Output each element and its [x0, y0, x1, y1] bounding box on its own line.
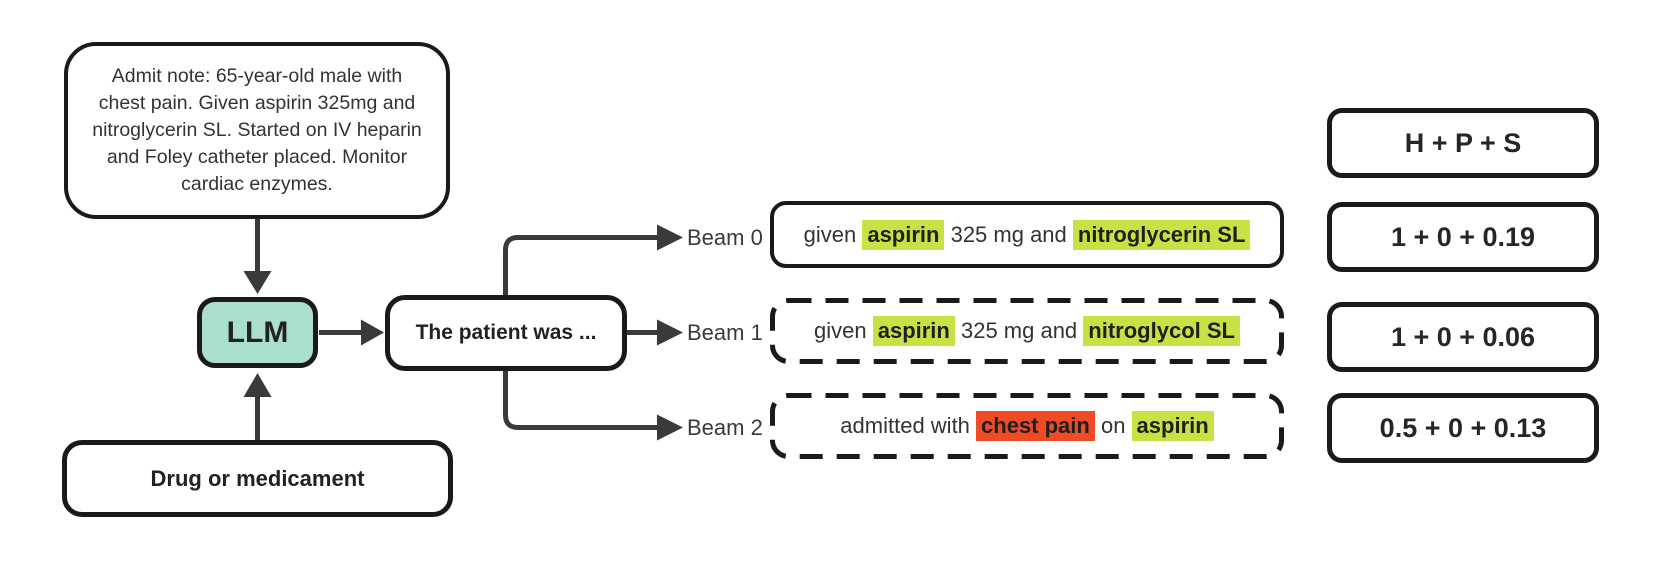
beam-0-score: 1 + 0 + 0.19: [1390, 221, 1536, 252]
highlighted-term: aspirin: [1131, 411, 1214, 441]
beam-1-box: given aspirin 325 mg and nitroglycol SL: [770, 298, 1284, 364]
beam-2-dashed-border: [770, 393, 1284, 459]
beam-0-score-box: 1 + 0 + 0.19: [1327, 202, 1599, 272]
beam-text-fragment: given: [803, 221, 863, 247]
beam-0-label: Beam 0: [687, 224, 763, 250]
beam-1-score-box: 1 + 0 + 0.06: [1327, 302, 1599, 372]
beam-2-connector: [503, 370, 683, 441]
prompt-box: The patient was ...: [385, 295, 627, 371]
score-header-box: H + P + S: [1327, 108, 1599, 178]
beam-1-score: 1 + 0 + 0.06: [1390, 321, 1536, 352]
beam-2-text: admitted with chest pain on aspirin: [840, 411, 1214, 441]
score-header-label: H + P + S: [1404, 127, 1522, 158]
llm-label: LLM: [226, 315, 289, 349]
beam-text-fragment: given: [814, 318, 873, 343]
highlighted-term: chest pain: [976, 411, 1095, 441]
drug-box: Drug or medicament: [62, 440, 453, 517]
beam-1-label: Beam 1: [687, 319, 763, 345]
beam-text-fragment: admitted with: [840, 413, 977, 438]
beam-text-fragment: on: [1094, 413, 1132, 438]
prompt-label: The patient was ...: [415, 321, 597, 344]
beam-text-fragment: 325 mg and: [954, 318, 1084, 343]
beam-0-box: given aspirin 325 mg and nitroglycerin S…: [770, 201, 1284, 268]
beam-0-connector: [503, 224, 683, 296]
beam-2-box: admitted with chest pain on aspirin: [770, 393, 1284, 459]
beam-1-dashed-border: [770, 298, 1284, 364]
drug-to-llm-arrow: [243, 373, 272, 440]
beam-text-fragment: 325 mg and: [944, 221, 1073, 247]
llm-to-prompt-arrow: [319, 319, 384, 346]
highlighted-term: aspirin: [862, 219, 945, 250]
admit-note-box: Admit note: 65-year-old male with chest …: [64, 42, 450, 219]
admit-to-llm-arrow: [243, 219, 272, 294]
beam-2-score-box: 0.5 + 0 + 0.13: [1327, 393, 1599, 463]
beam-1-connector: [626, 319, 683, 346]
beam-0-text: given aspirin 325 mg and nitroglycerin S…: [803, 219, 1251, 250]
llm-box: LLM: [197, 297, 318, 368]
drug-label: Drug or medicament: [150, 465, 365, 491]
highlighted-term: aspirin: [872, 316, 955, 346]
beam-1-text: given aspirin 325 mg and nitroglycol SL: [814, 316, 1240, 346]
highlighted-term: nitroglycol SL: [1083, 316, 1240, 346]
beam-2-score: 0.5 + 0 + 0.13: [1379, 412, 1547, 443]
beam-2-label: Beam 2: [687, 414, 763, 440]
admit-note-text: Admit note: 65-year-old male with chest …: [92, 65, 422, 195]
highlighted-term: nitroglycerin SL: [1072, 219, 1251, 250]
